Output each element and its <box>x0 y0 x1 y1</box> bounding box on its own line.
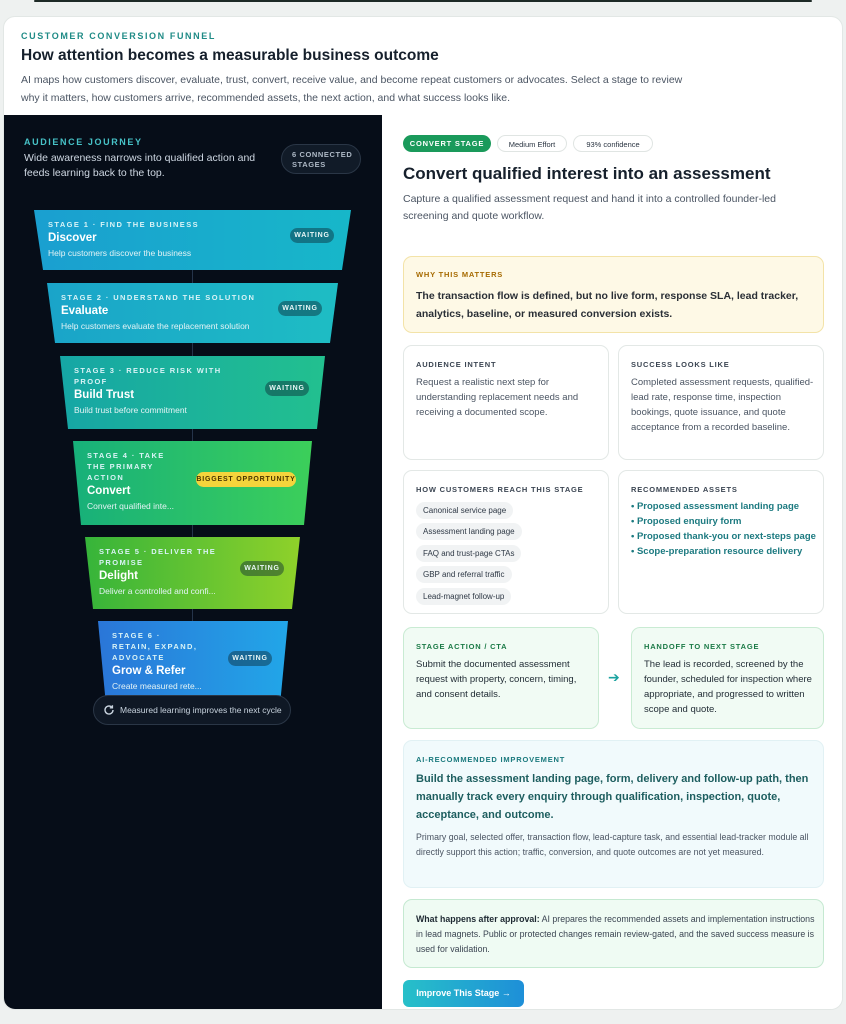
opportunity-badge: BIGGEST OPPORTUNITY <box>196 472 296 487</box>
stage-label: STAGE 6 · RETAIN, EXPAND, ADVOCATE <box>112 631 198 662</box>
reach-chip: GBP and referral traffic <box>416 566 512 583</box>
reach-chip: Lead-magnet follow-up <box>416 588 512 605</box>
after-approval-box: What happens after approval: AI prepares… <box>403 899 824 968</box>
funnel-stage-grow-refer[interactable]: STAGE 6 · RETAIN, EXPAND, ADVOCATE Grow &… <box>98 621 288 705</box>
reach-chip: FAQ and trust-page CTAs <box>416 545 522 562</box>
funnel-card: CUSTOMER CONVERSION FUNNEL How attention… <box>3 16 843 1010</box>
intent-heading: AUDIENCE INTENT <box>416 360 497 369</box>
funnel-stage-build-trust[interactable]: STAGE 3 · REDUCE RISK WITH PROOF Build Tr… <box>60 356 325 429</box>
success-text: Completed assessment requests, qualified… <box>631 377 814 433</box>
status-badge: WAITING <box>290 228 334 243</box>
why-text: The transaction flow is defined, but no … <box>416 290 799 320</box>
asset-link[interactable]: Proposed assessment landing page <box>631 499 816 514</box>
journey-description: Wide awareness narrows into qualified ac… <box>24 152 256 179</box>
header-description: AI maps how customers discover, evaluate… <box>21 74 683 104</box>
intent-text: Request a realistic next step for unders… <box>416 377 579 418</box>
stage-tag: CONVERT STAGE <box>403 135 491 152</box>
stage-subtitle: Help customers evaluate the replacement … <box>61 321 250 331</box>
handoff-box: HANDOFF TO NEXT STAGE The lead is record… <box>631 627 824 729</box>
status-badge: WAITING <box>265 381 309 396</box>
success-box: SUCCESS LOOKS LIKE Completed assessment … <box>618 345 824 460</box>
after-approval-text: What happens after approval: AI prepares… <box>416 912 816 957</box>
audience-intent-box: AUDIENCE INTENT Request a realistic next… <box>403 345 609 460</box>
stage-title: Convert qualified interest into an asses… <box>403 164 771 183</box>
action-heading: STAGE ACTION / CTA <box>416 642 508 651</box>
cycle-note: Measured learning improves the next cycl… <box>93 695 291 725</box>
reach-chip: Canonical service page <box>416 502 514 519</box>
connected-stages-pill: 6 CONNECTED STAGES <box>281 144 361 174</box>
top-divider <box>34 0 812 2</box>
arrow-right-icon: ➔ <box>608 669 620 685</box>
assets-heading: RECOMMENDED ASSETS <box>631 485 738 494</box>
stage-description: Capture a qualified assessment request a… <box>403 193 776 222</box>
assets-list: Proposed assessment landing page Propose… <box>631 499 816 559</box>
funnel-stage-evaluate[interactable]: STAGE 2 · UNDERSTAND THE SOLUTION Evaluat… <box>47 283 338 343</box>
handoff-text: The lead is recorded, screened by the fo… <box>644 659 812 715</box>
asset-link[interactable]: Scope-preparation resource delivery <box>631 544 816 559</box>
reach-heading: HOW CUSTOMERS REACH THIS STAGE <box>416 485 584 494</box>
stage-name: Convert <box>87 485 131 497</box>
confidence-tag: 93% confidence <box>573 135 653 152</box>
stage-label: STAGE 3 · REDUCE RISK WITH PROOF <box>74 366 222 386</box>
success-heading: SUCCESS LOOKS LIKE <box>631 360 730 369</box>
why-heading: WHY THIS MATTERS <box>416 270 504 279</box>
stage-name: Grow & Refer <box>112 665 186 677</box>
stage-detail-panel: CONVERT STAGE Medium Effort 93% confiden… <box>382 115 842 1009</box>
after-approval-lead: What happens after approval: <box>416 914 540 924</box>
stage-label: STAGE 5 · DELIVER THE PROMISE <box>99 547 217 567</box>
improve-stage-button[interactable]: Improve This Stage → <box>403 980 524 1007</box>
stage-label: STAGE 1 · FIND THE BUSINESS <box>48 220 200 229</box>
stage-label: STAGE 4 · TAKE THE PRIMARY ACTION <box>87 451 165 482</box>
audience-journey-panel: AUDIENCE JOURNEY Wide awareness narrows … <box>4 115 382 1009</box>
status-badge: WAITING <box>228 651 272 666</box>
reach-stage-box: HOW CUSTOMERS REACH THIS STAGE Canonical… <box>403 470 609 614</box>
stage-label: STAGE 2 · UNDERSTAND THE SOLUTION <box>61 293 256 302</box>
page-title: How attention becomes a measurable busin… <box>21 47 439 64</box>
why-this-matters-box: WHY THIS MATTERS The transaction flow is… <box>403 256 824 333</box>
reach-chip: Assessment landing page <box>416 523 522 540</box>
recommended-assets-box: RECOMMENDED ASSETS Proposed assessment l… <box>618 470 824 614</box>
status-badge: WAITING <box>240 561 284 576</box>
header-eyebrow: CUSTOMER CONVERSION FUNNEL <box>21 31 216 41</box>
funnel-header: CUSTOMER CONVERSION FUNNEL How attention… <box>4 17 842 115</box>
stage-name: Delight <box>99 570 138 582</box>
ai-heading: AI-RECOMMENDED IMPROVEMENT <box>416 755 566 764</box>
stage-subtitle: Help customers discover the business <box>48 248 192 258</box>
asset-link[interactable]: Proposed enquiry form <box>631 514 816 529</box>
stage-name: Discover <box>48 232 97 244</box>
stage-action-box: STAGE ACTION / CTA Submit the documented… <box>403 627 599 729</box>
action-text: Submit the documented assessment request… <box>416 659 577 700</box>
journey-eyebrow: AUDIENCE JOURNEY <box>24 137 143 147</box>
funnel-stage-convert[interactable]: STAGE 4 · TAKE THE PRIMARY ACTION Convert… <box>73 441 312 525</box>
stage-subtitle: Build trust before commitment <box>74 405 187 415</box>
status-badge: WAITING <box>278 301 322 316</box>
stage-subtitle: Deliver a controlled and confi... <box>99 586 216 596</box>
ai-main-text: Build the assessment landing page, form,… <box>416 773 809 821</box>
stage-name: Build Trust <box>74 389 135 401</box>
stage-name: Evaluate <box>61 305 109 317</box>
ai-support-text: Primary goal, selected offer, transactio… <box>416 832 809 857</box>
ai-improvement-box: AI-RECOMMENDED IMPROVEMENT Build the ass… <box>403 740 824 888</box>
after-approval-body: AI prepares the recommended assets and i… <box>416 914 815 954</box>
handoff-heading: HANDOFF TO NEXT STAGE <box>644 642 760 651</box>
stage-subtitle: Convert qualified inte... <box>87 501 174 511</box>
asset-link[interactable]: Proposed thank-you or next-steps page <box>631 529 816 544</box>
cycle-label: Measured learning improves the next cycl… <box>120 705 282 715</box>
stage-subtitle: Create measured rete... <box>112 681 202 691</box>
effort-tag: Medium Effort <box>497 135 567 152</box>
refresh-icon <box>104 705 114 715</box>
